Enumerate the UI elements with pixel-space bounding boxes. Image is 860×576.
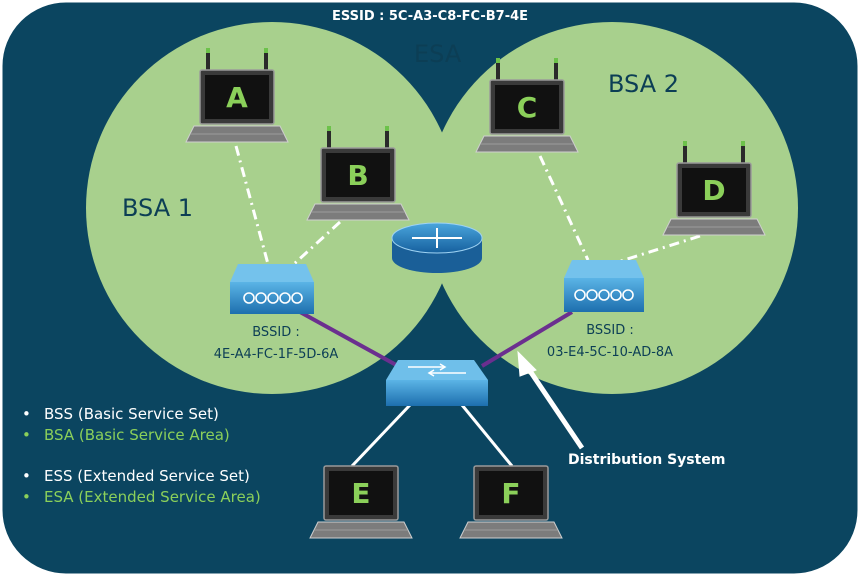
ap2-bssid: BSSID : 03-E4-5C-10-AD-8A — [530, 320, 690, 364]
legend-item-esa: •ESA (Extended Service Area) — [22, 488, 261, 506]
laptop-f-label: F — [501, 476, 521, 510]
legend-esa-text: ESA (Extended Service Area) — [44, 488, 261, 506]
legend: •BSS (Basic Service Set) •BSA (Basic Ser… — [22, 404, 261, 508]
switch-icon — [386, 360, 488, 406]
ap2-bssid-title: BSSID : — [586, 323, 634, 338]
ap1-bssid-mac: 4E-A4-FC-1F-5D-6A — [213, 347, 339, 362]
ap2-bssid-mac: 03-E4-5C-10-AD-8A — [546, 345, 674, 360]
legend-ess-text: ESS (Extended Service Set) — [44, 467, 250, 485]
bsa2-label: BSA 2 — [608, 70, 680, 98]
access-point-1-icon — [230, 264, 314, 314]
bsa1-label: BSA 1 — [122, 194, 194, 222]
wired-links-ap — [299, 310, 574, 368]
legend-item-ess: •ESS (Extended Service Set) — [22, 467, 250, 485]
wireless-links — [234, 145, 701, 266]
laptop-a-label: A — [226, 80, 248, 114]
laptop-e-label: E — [351, 476, 371, 510]
ap1-bssid-title: BSSID : — [252, 325, 300, 340]
distribution-arrow — [517, 350, 585, 450]
laptop-c-label: C — [516, 90, 538, 124]
essid-label: ESSID : 5C-A3-C8-FC-B7-4E — [331, 9, 529, 24]
legend-bsa-text: BSA (Basic Service Area) — [44, 426, 230, 444]
wired-links-clients — [350, 403, 514, 468]
router-icon — [391, 222, 483, 273]
bsa1-circle — [86, 22, 458, 394]
access-point-2-icon — [564, 260, 644, 312]
legend-item-bss: •BSS (Basic Service Set) — [22, 405, 219, 423]
legend-item-bsa: •BSA (Basic Service Area) — [22, 426, 230, 444]
laptop-d-label: D — [702, 173, 726, 207]
legend-bss-text: BSS (Basic Service Set) — [44, 405, 219, 423]
ap1-bssid: BSSID : 4E-A4-FC-1F-5D-6A — [196, 322, 356, 366]
distribution-system-label: Distribution System — [568, 452, 726, 468]
laptop-b-label: B — [347, 158, 369, 192]
esa-label: ESA — [414, 40, 462, 68]
